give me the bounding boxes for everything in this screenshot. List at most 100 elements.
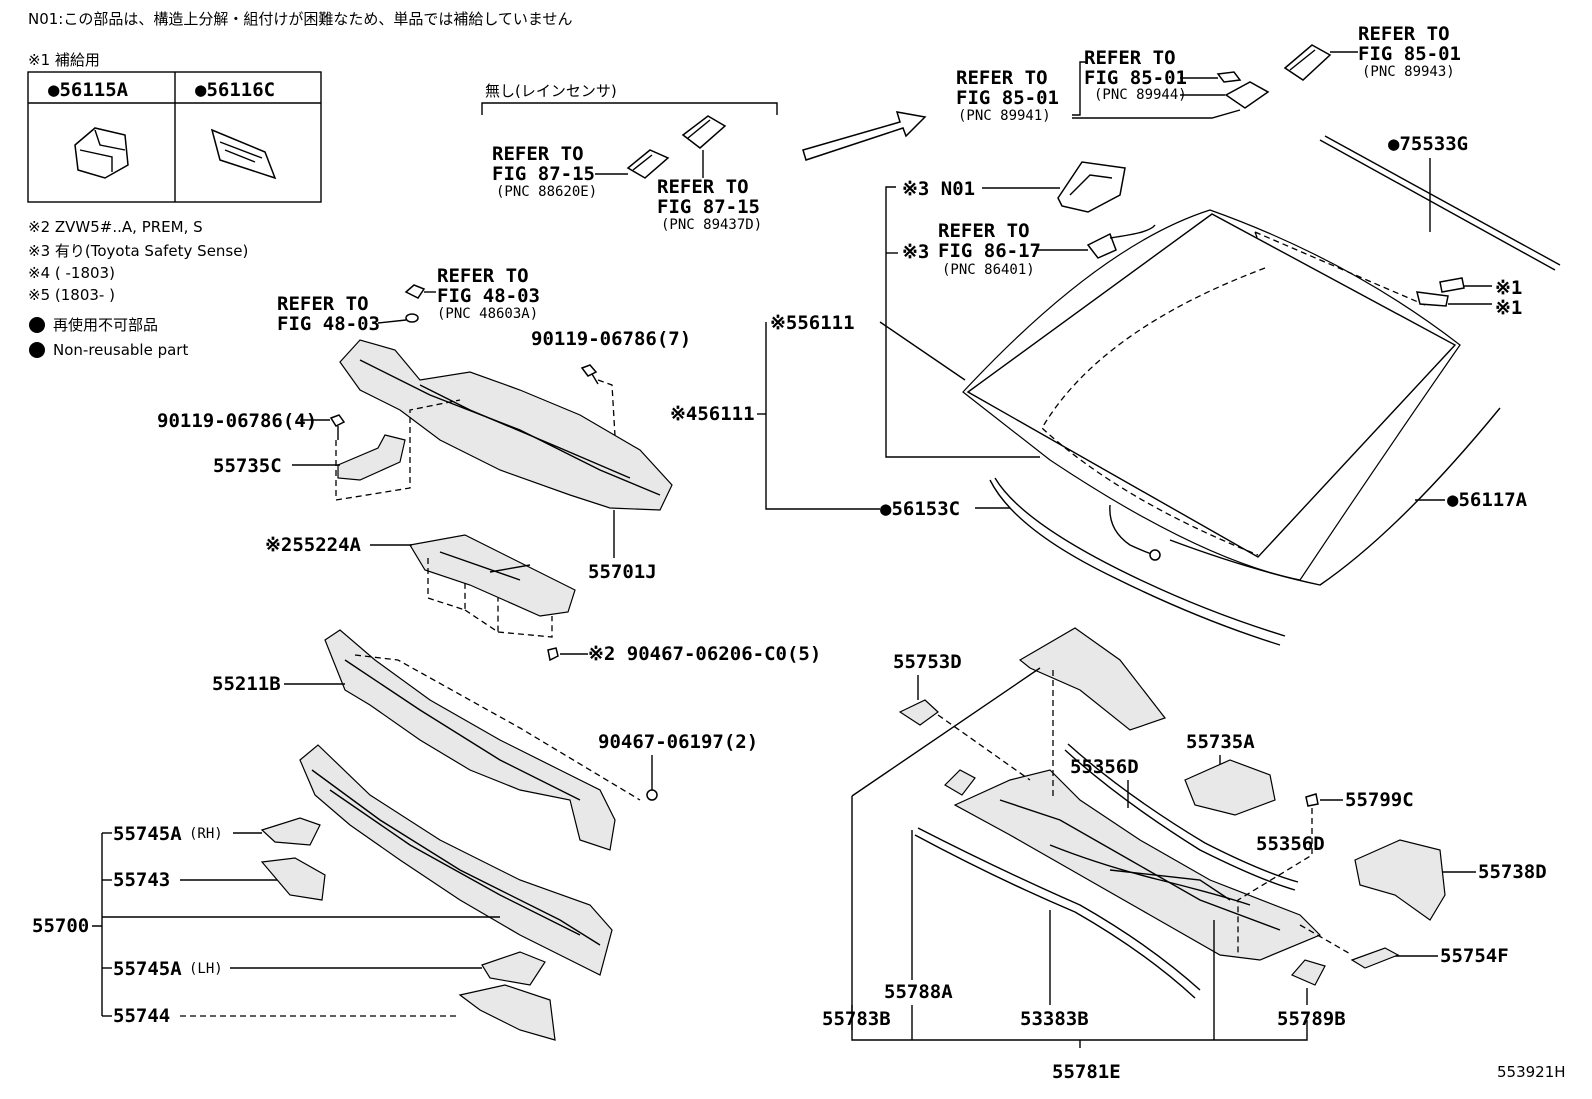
bracket-56116C-icon [210, 128, 277, 180]
ref-fig-85-01-b: REFER TO FIG 85-01 (PNC 89944) [1084, 47, 1187, 103]
clip-56115A-icon [74, 127, 129, 179]
bracket-55735A [1184, 759, 1276, 816]
insulator-55743 [260, 857, 326, 901]
label-55745A-lh: 55745A [113, 958, 182, 980]
svg-text:REFER TO: REFER TO [492, 143, 584, 165]
cowl-top-55700 [299, 744, 613, 976]
svg-text:REFER TO: REFER TO [1358, 23, 1450, 45]
svg-text:FIG 87-15: FIG 87-15 [492, 163, 595, 185]
label-55788A: 55788A [884, 981, 953, 1003]
label-55753D: 55753D [893, 651, 962, 673]
svg-text:FIG 85-01: FIG 85-01 [956, 87, 1059, 109]
label-55745A-rh: 55745A [113, 823, 182, 845]
svg-text:(PNC 86401): (PNC 86401) [942, 262, 1035, 278]
seal-55754F [1350, 947, 1400, 969]
bolt-icon [580, 364, 599, 385]
supply-part-56116C: ●56116C [195, 79, 275, 101]
label-x1-a: ※1 [1495, 277, 1522, 299]
label-x1-b: ※1 [1495, 297, 1522, 319]
label-90467-06197: 90467-06197(2) [598, 731, 758, 753]
label-55783B: 55783B [822, 1008, 891, 1030]
label-56111-x5: ※556111 [770, 312, 855, 334]
svg-text:REFER TO: REFER TO [437, 265, 529, 287]
bracket-55735C [337, 434, 406, 481]
nonreusable-dot-icon [29, 317, 45, 333]
svg-text:FIG 48-03: FIG 48-03 [437, 285, 540, 307]
label-55224A: ※255224A [265, 534, 362, 556]
label-53383B: 53383B [1020, 1008, 1089, 1030]
label-55735A: 55735A [1186, 731, 1255, 753]
ref-fig-87-15-a: REFER TO FIG 87-15 (PNC 88620E) [492, 143, 597, 200]
sensor-bracket-icon [1086, 232, 1117, 259]
label-90119-06786-4: 90119-06786(4) [157, 410, 317, 432]
label-55789B: 55789B [1277, 1008, 1346, 1030]
direction-arrow-icon [802, 111, 927, 161]
header-note: N01:この部品は、構造上分解・組付けが困難なため、単品では補給していません [28, 10, 572, 28]
supply-parts-box: ●56115A ●56116C [27, 71, 322, 203]
rain-sensor-header: 無し(レインセンサ) [485, 82, 617, 100]
figure-id: 553921H [1497, 1063, 1566, 1081]
label-75533G: ●75533G [1388, 133, 1468, 155]
bracket-55745A-rh [260, 817, 321, 846]
svg-text:FIG 85-01: FIG 85-01 [1358, 43, 1461, 65]
rain-sensor-cover-icon [626, 149, 670, 179]
bracket-55745A-lh [481, 951, 546, 986]
svg-text:FIG 85-01: FIG 85-01 [1084, 67, 1187, 89]
svg-text:REFER TO: REFER TO [657, 176, 749, 198]
panel-55211B [324, 629, 616, 851]
sensor-tape-icon [1216, 71, 1242, 83]
label-N01: ※3 N01 [902, 178, 975, 200]
clip-55789B-icon [1291, 959, 1326, 986]
label-55356D-a: 55356D [1070, 756, 1139, 778]
seal-55356D-a [1064, 743, 1299, 891]
nonreusable-en: Non-reusable part [53, 341, 188, 359]
camera-cover-icon [1283, 44, 1332, 81]
label-55754F: 55754F [1440, 945, 1509, 967]
cowl-panel-55701J [339, 339, 673, 511]
label-55356D-b: 55356D [1256, 833, 1325, 855]
svg-text:(PNC 48603A): (PNC 48603A) [437, 306, 538, 322]
label-55735C: 55735C [213, 455, 282, 477]
svg-text:FIG 48-03: FIG 48-03 [277, 313, 380, 335]
label-90467-06206-C0: ※2 90467-06206-C0(5) [588, 643, 821, 665]
svg-text:FIG 87-15: FIG 87-15 [657, 196, 760, 218]
label-ref-x3: ※3 [902, 241, 929, 263]
note-x3: ※3 有り(Toyota Safety Sense) [28, 242, 248, 260]
supply-part-56115A: ●56115A [48, 79, 129, 101]
bolt-icon [329, 414, 346, 440]
svg-text:(PNC 89941): (PNC 89941) [958, 108, 1051, 124]
sensor-wire [1109, 504, 1156, 556]
label-55781E: 55781E [1052, 1061, 1121, 1083]
label-90119-06786-7: 90119-06786(7) [531, 328, 691, 350]
roof-moulding [1319, 135, 1561, 271]
label-lh: (LH) [189, 961, 223, 977]
svg-text:(PNC 89437D): (PNC 89437D) [661, 217, 762, 233]
label-56111-x4: ※456111 [670, 403, 755, 425]
clip-55783B-icon [944, 769, 976, 796]
camera-bracket-N01-icon [1057, 161, 1126, 213]
rain-sensor-bracket [481, 102, 778, 115]
svg-text:(PNC 88620E): (PNC 88620E) [496, 184, 597, 200]
svg-text:(PNC 89943): (PNC 89943) [1362, 64, 1455, 80]
insulator-55744 [458, 984, 556, 1041]
label-rh: (RH) [189, 826, 223, 842]
glass-moulding-56117A [1169, 407, 1501, 586]
label-56117A: ●56117A [1447, 489, 1528, 511]
svg-text:REFER TO: REFER TO [938, 220, 1030, 242]
lower-moulding-56153C [989, 477, 1286, 646]
insulator-55738D [1354, 839, 1446, 921]
clip-icon [646, 789, 658, 801]
cowl-louver-55781E [953, 627, 1322, 961]
label-55211B: 55211B [212, 673, 281, 695]
nut-icon [404, 284, 426, 299]
supply-title: ※1 補給用 [28, 51, 100, 69]
clip-icon [547, 647, 559, 662]
clip-55799C-icon [1305, 793, 1319, 807]
glass-clip-icon [1416, 277, 1465, 307]
nonreusable-dot-icon [29, 342, 45, 358]
label-55743: 55743 [113, 869, 170, 891]
washer-icon [405, 313, 419, 323]
svg-text:REFER TO: REFER TO [956, 67, 1048, 89]
windshield-glass [962, 209, 1461, 581]
rain-sensor-cover-b-icon [681, 115, 727, 149]
